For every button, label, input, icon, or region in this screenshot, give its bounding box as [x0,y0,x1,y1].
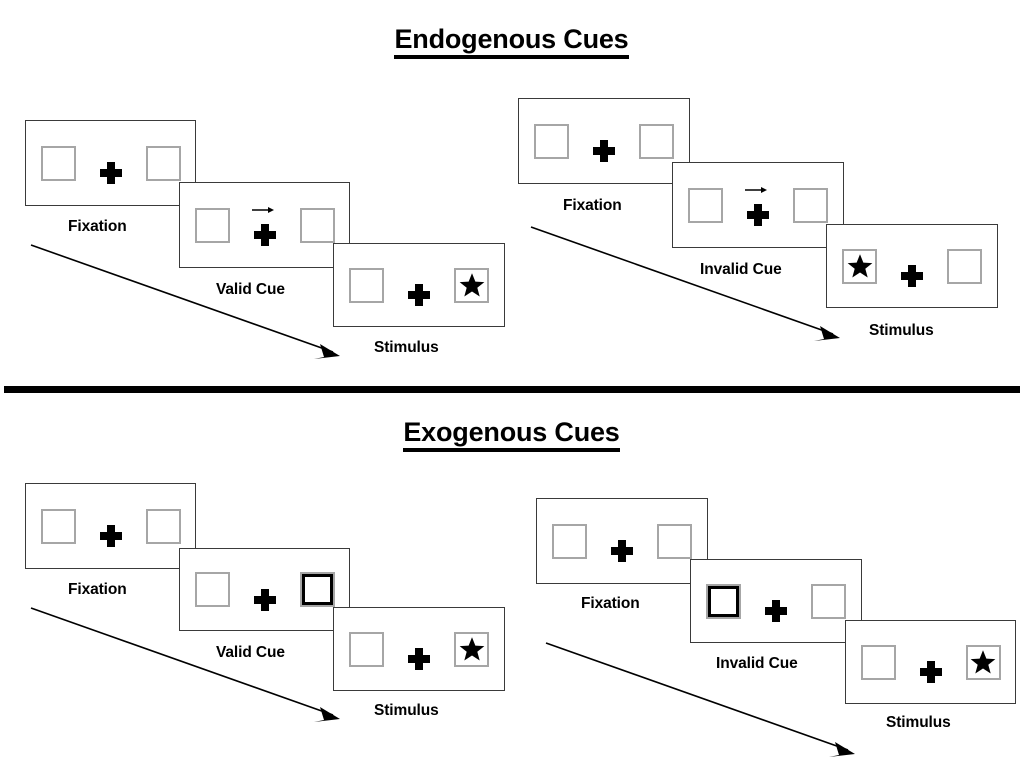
right-box [454,631,489,667]
plus-icon [408,284,430,306]
frame-content [537,499,707,583]
right-box [454,267,489,303]
fixation-center [609,520,635,562]
section-divider [4,386,1020,393]
left-box [842,248,877,284]
plus-icon [919,661,942,683]
frame-endogenous-invalid-fixation[interactable] [518,98,690,184]
star-icon [847,254,872,278]
fixation-center [98,142,124,184]
left-box [349,267,384,303]
frame-endogenous-valid-cue[interactable] [179,182,350,268]
right-box [145,508,181,544]
right-box [811,583,846,619]
right-box [145,145,181,181]
fixation-center [406,264,432,306]
star-icon [459,637,484,661]
fixation-center [918,641,944,683]
frame-content [519,99,689,183]
frame-content [846,621,1015,703]
caption-endogenous-invalid-fixation: Fixation [563,197,622,214]
caption-endogenous-valid-stimulus: Stimulus [374,339,439,356]
caption-endogenous-valid-fixation: Fixation [68,218,127,235]
right-box [965,644,1001,680]
caption-exogenous-invalid-stimulus: Stimulus [886,714,951,731]
caption-exogenous-valid-cue: Valid Cue [216,644,285,661]
fixation-center [252,569,278,611]
frame-content [26,484,195,568]
left-box [860,644,896,680]
caption-exogenous-valid-stimulus: Stimulus [374,702,439,719]
frame-exogenous-invalid-fixation[interactable] [536,498,708,584]
left-box [688,187,723,223]
frame-content [691,560,861,642]
caption-endogenous-invalid-stimulus: Stimulus [869,322,934,339]
right-box [657,523,692,559]
arrow-right-icon [745,187,767,193]
plus-icon [408,648,430,670]
left-box [552,523,587,559]
star-icon [970,650,996,674]
frame-exogenous-valid-fixation[interactable] [25,483,196,569]
frame-endogenous-valid-fixation[interactable] [25,120,196,206]
fixation-center [763,580,789,622]
plus-icon [99,525,122,547]
frame-content [180,183,349,267]
plus-icon [99,162,122,184]
frame-content [180,549,349,630]
section-title-exogenous: Exogenous Cues [0,417,1023,452]
plus-icon [611,540,633,562]
left-box [534,123,569,159]
arrow-right-icon [251,207,274,213]
right-box [299,207,335,243]
frame-exogenous-invalid-stimulus[interactable] [845,620,1016,704]
left-box [194,572,230,607]
fixation-center [745,184,771,226]
caption-endogenous-invalid-cue: Invalid Cue [700,261,782,278]
frame-content [334,608,504,690]
left-box-cued [706,583,741,619]
frame-endogenous-valid-stimulus[interactable] [333,243,505,327]
plus-icon [593,140,615,162]
fixation-center [98,505,124,547]
frame-exogenous-valid-stimulus[interactable] [333,607,505,691]
frame-endogenous-invalid-stimulus[interactable] [826,224,998,308]
section-title-exogenous-text: Exogenous Cues [403,417,620,452]
caption-exogenous-valid-fixation: Fixation [68,581,127,598]
star-icon [459,273,484,297]
section-title-endogenous-text: Endogenous Cues [394,24,629,59]
left-box [349,631,384,667]
frame-exogenous-valid-cue[interactable] [179,548,350,631]
fixation-center [591,120,617,162]
plus-icon [253,224,276,246]
right-box [947,248,982,284]
left-box [194,207,230,243]
right-box [639,123,674,159]
fixation-center [251,204,278,246]
caption-exogenous-invalid-fixation: Fixation [581,595,640,612]
frame-content [827,225,997,307]
frame-content [334,244,504,326]
plus-icon [747,204,769,226]
caption-exogenous-invalid-cue: Invalid Cue [716,655,798,672]
plus-icon [253,588,276,611]
fixation-center [899,245,925,287]
caption-endogenous-valid-cue: Valid Cue [216,281,285,298]
plus-icon [901,265,923,287]
frame-endogenous-invalid-cue[interactable] [672,162,844,248]
section-title-endogenous: Endogenous Cues [0,24,1023,59]
fixation-center [406,628,432,670]
timeline-arrow-exogenous-invalid [545,642,855,757]
right-box [793,187,828,223]
left-box [40,508,76,544]
plus-icon [765,600,787,622]
frame-exogenous-invalid-cue[interactable] [690,559,862,643]
frame-content [673,163,843,247]
right-box-cued [299,572,335,607]
left-box [40,145,76,181]
frame-content [26,121,195,205]
